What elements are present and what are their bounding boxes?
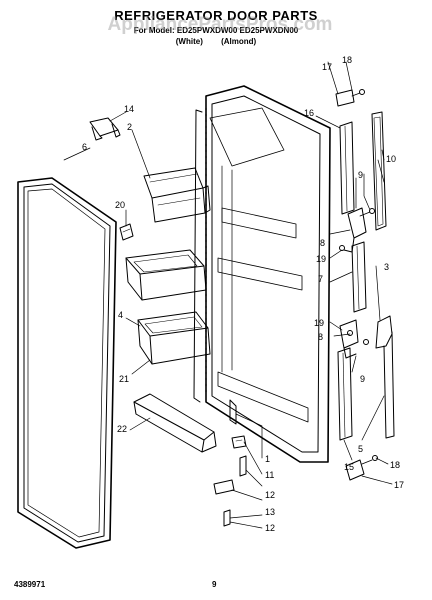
lower-handle-bracket [339,319,369,359]
callout-20: 20 [115,200,125,210]
callout-18a: 18 [342,55,352,65]
model-line: For Model: ED25PWXDW00 ED25PWXDN00 [133,26,299,35]
upper-door-bin [125,249,207,301]
trim-bracket [89,117,121,141]
callout-10: 10 [386,154,396,164]
leader-lines [63,61,393,529]
bottom-hinge-bracket [345,455,378,481]
lower-trim [337,347,353,441]
page-number: 9 [212,580,217,589]
callout-9b: 9 [360,374,365,384]
middle-trim [351,241,367,313]
callout-13: 13 [265,507,275,517]
door-handle [375,315,395,439]
callout-8a: 8 [320,238,325,248]
upper-trim [339,121,355,215]
variant-white: (White) [175,37,203,46]
callout-15: 15 [344,462,354,472]
callout-19a: 19 [316,254,326,264]
callout-12b: 12 [265,523,275,533]
callout-6: 6 [82,142,87,152]
callout-9a: 9 [358,170,363,180]
callout-8b: 8 [318,332,323,342]
callout-1: 1 [265,454,270,464]
top-hinge-bracket [335,89,365,107]
dairy-compartment [143,167,211,223]
upper-handle-bracket [339,207,375,253]
door-clip [119,223,134,241]
callout-labels: 14 2 6 20 4 21 22 1 11 12 13 12 17 18 16… [82,55,404,533]
callout-18b: 18 [390,460,400,470]
bottom-door-shelf [133,393,217,453]
door-gasket [17,177,117,549]
document-number: 4389971 [14,580,46,589]
door-hinge [213,435,247,527]
door-liner [193,85,331,463]
callout-16: 16 [304,108,314,118]
page-title: REFRIGERATOR DOOR PARTS [114,8,318,23]
color-variants: (White) (Almond) [0,37,432,46]
callout-17b: 17 [394,480,404,490]
callout-2: 2 [127,122,132,132]
handle-trim-strip [371,111,387,231]
callout-11: 11 [265,470,274,480]
callout-21: 21 [119,374,129,384]
lower-door-bin [137,311,211,365]
callout-7: 7 [318,274,323,284]
callout-14: 14 [124,104,134,114]
callout-5: 5 [358,444,363,454]
callout-3: 3 [384,262,389,272]
callout-19b: 19 [314,318,324,328]
callout-12a: 12 [265,490,275,500]
callout-22: 22 [117,424,127,434]
variant-almond: (Almond) [221,37,257,46]
callout-4: 4 [118,310,123,320]
callout-17a: 17 [322,62,332,72]
